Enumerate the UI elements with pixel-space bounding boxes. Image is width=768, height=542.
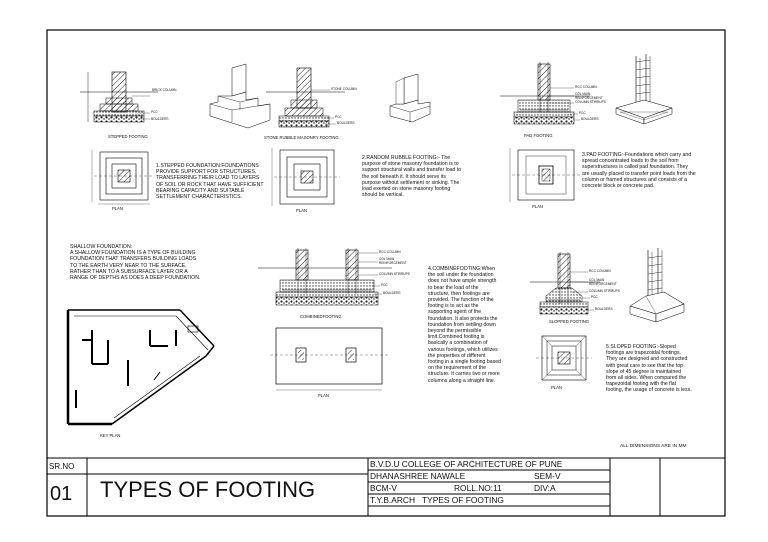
pad-label-rcc: RCC COLUMN — [575, 85, 597, 89]
stepped-description: 1.STEPPED FOUNDATION:FOUNDATIONS PROVIDE… — [156, 163, 264, 201]
combined-label-stirrups: COLUMN STIRRUPS — [379, 272, 410, 276]
sloped-label-rcc: RCC COLUMN — [589, 269, 611, 273]
pad-footing-plan — [509, 148, 580, 202]
sloped-label-stirrups: COLUMN STIRRUPS — [589, 289, 620, 293]
stepped-label-brick: BRICK COLUMN — [152, 88, 177, 92]
key-plan-label: KEY PLAN — [100, 433, 121, 438]
sloped-footing-plan — [536, 335, 592, 381]
stepped-footing-3d — [209, 63, 271, 129]
key-plan-drawing — [66, 309, 215, 426]
division: DIV:A — [534, 483, 556, 493]
pad-description: 3.PAD FOOTING:-Foundations which carry a… — [582, 152, 696, 190]
rubble-label-pcc: PCC — [335, 115, 342, 119]
sloped-label-main: COL MAIN REINFORCEMENT — [589, 278, 617, 286]
course: T.Y.B.ARCH — [370, 495, 415, 505]
rubble-footing-plan — [271, 148, 340, 206]
title-block — [47, 457, 725, 516]
combined-label-main: COL MAIN REINFORCEMENT — [379, 257, 407, 265]
sloped-footing-3d — [629, 248, 685, 323]
topic: TYPES OF FOOTING — [422, 495, 504, 505]
sheet-border — [46, 29, 726, 517]
pad-plan-label: PLAN — [532, 204, 543, 209]
sloped-label-pcc: PCC — [591, 295, 598, 299]
sheet-title: TYPES OF FOOTING — [100, 477, 316, 502]
pad-footing-section — [500, 62, 590, 125]
pad-label-pcc: PCC — [579, 111, 586, 115]
combined-description: 4.COMBINEFOOTING:When the soil under the… — [428, 266, 501, 384]
sloped-footing-section — [530, 252, 600, 315]
pad-label-stirrups: COLUMN STIRRUPS — [575, 100, 606, 104]
stepped-label-boulders: BOULDERS — [151, 117, 169, 121]
stepped-footing-plan — [91, 150, 154, 205]
rubble-caption: STONE RUBBLE MASONRY FOOTING — [264, 135, 339, 140]
rubble-label-stone: STONE COLUMN — [331, 87, 357, 91]
combined-caption: COMBINEDFOOTING — [300, 314, 342, 319]
combined-label-boulders: BOULDERS — [383, 291, 401, 295]
sloped-plan-label: PLAN — [551, 385, 562, 390]
semester: SEM-V — [534, 471, 561, 481]
roll-number: ROLL.NO:11 — [454, 483, 502, 493]
rubble-description: 2.RANDOM RUBBLE FOOTING:- The purpose of… — [362, 155, 462, 199]
sloped-caption: SLOPPED FOOTING — [549, 319, 590, 324]
combined-label-pcc: PCC — [381, 283, 388, 287]
pad-footing-3d — [615, 54, 673, 125]
combined-plan-label: PLAN — [318, 393, 329, 398]
shallow-foundation-text: SHALLOW FOUNDATION: A SHALLOW FOUNDATION… — [70, 244, 201, 282]
stepped-caption: STEPPED FOOTING — [108, 134, 148, 139]
stepped-footing-section — [80, 71, 158, 123]
subject: BCM-V — [370, 483, 397, 493]
college-name: B.V.D.U COLLEGE OF ARCHITECTURE OF PUNE — [370, 459, 563, 469]
combined-label-rcc: RCC COLUMN — [379, 250, 401, 254]
pad-label-main: COL MAIN REINFORCEMENT — [575, 92, 603, 100]
student-name: DHANASHREE NAWALE — [370, 471, 466, 481]
rubble-footing-section — [266, 67, 345, 128]
pad-caption: PAD FOOTING — [524, 133, 553, 138]
stepped-plan-label: PLAN — [112, 206, 123, 211]
combined-footing-section — [258, 248, 392, 306]
combined-footing-plan — [270, 327, 388, 391]
pad-label-boulders: BOULDERS — [581, 117, 599, 121]
sheet-number: 01 — [50, 483, 73, 505]
sr-no-label: SR.NO — [49, 462, 75, 471]
rubble-plan-label: PLAN — [296, 208, 307, 213]
sloped-description: 5.SLOPED FOOTING:-Sloped footings are tr… — [606, 344, 692, 394]
stepped-label-pcc: PCC — [151, 110, 158, 114]
sloped-label-boulders: BOULDERS — [595, 307, 613, 311]
dimensions-note: ALL DIMENSIONS ARE IN MM — [620, 444, 687, 449]
rubble-footing-3d — [389, 73, 431, 123]
rubble-label-boulders: BOULDERS — [337, 121, 355, 125]
